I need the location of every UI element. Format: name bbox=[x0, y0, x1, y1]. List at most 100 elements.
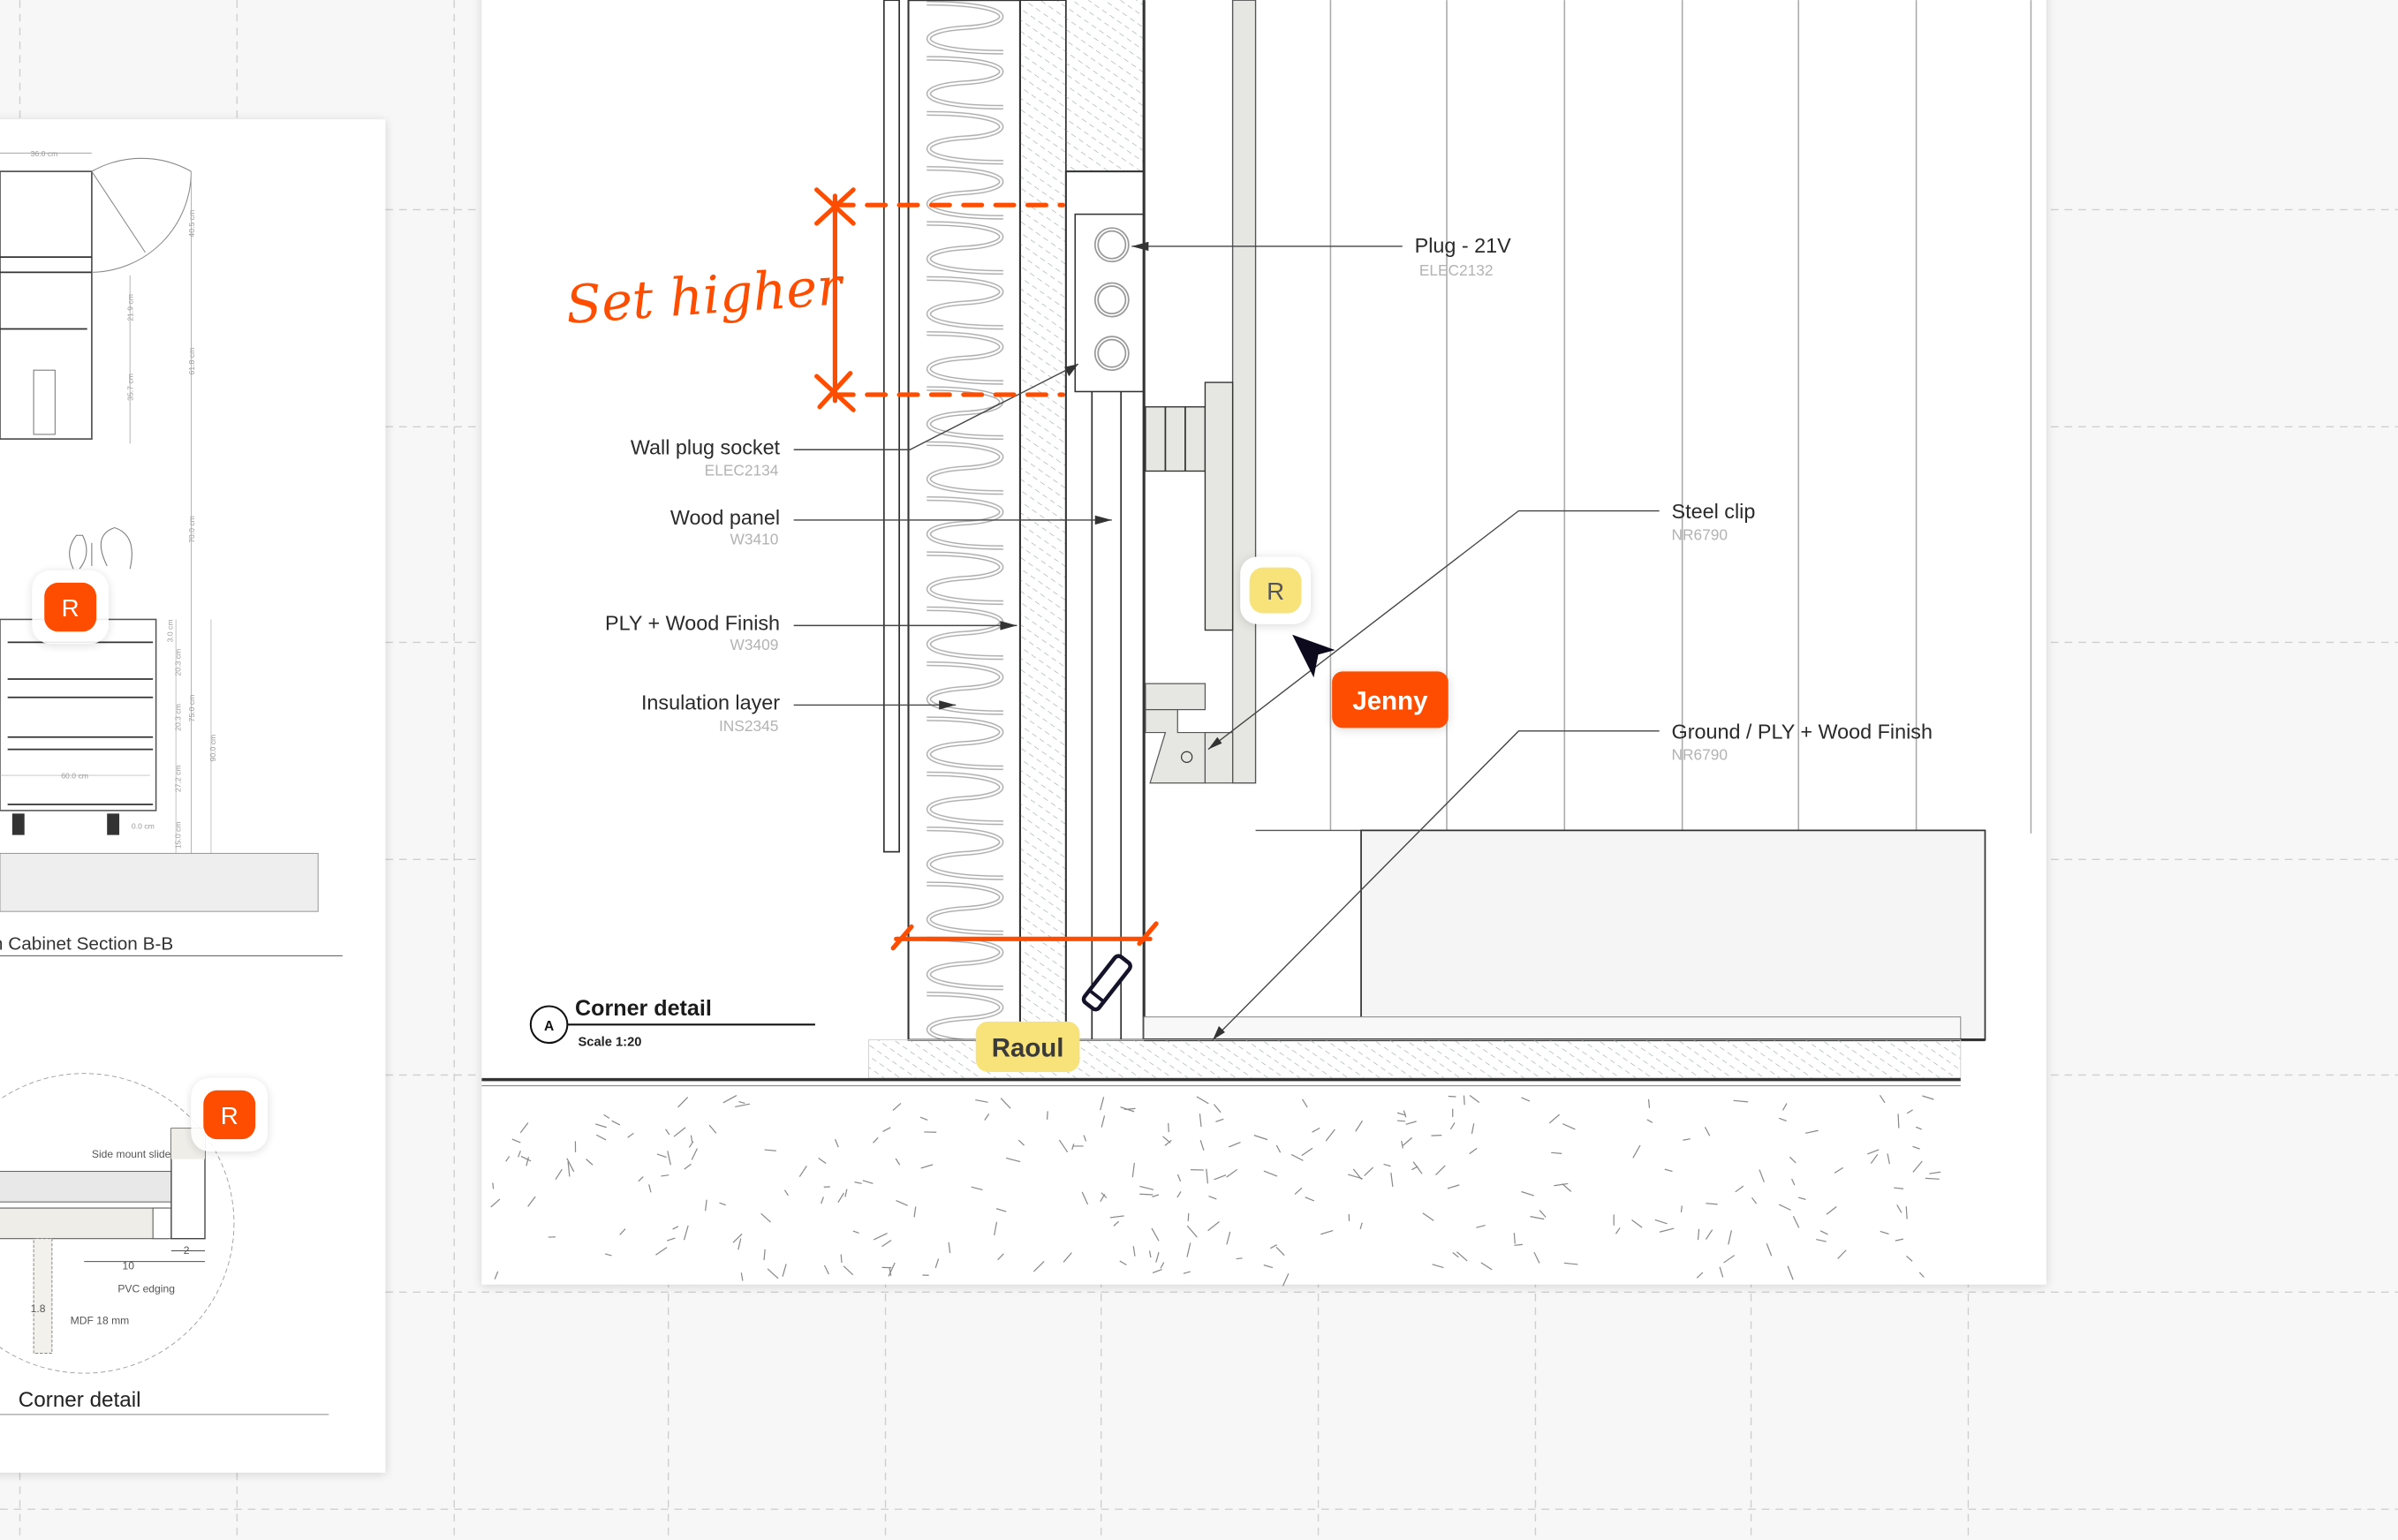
left-sheet[interactable]: 36.0 cm 40.5 cm 21.9 cm 35.7 cm 61.8 cm … bbox=[0, 119, 386, 1473]
gravel-mark bbox=[1781, 1103, 1788, 1111]
svg-text:MDF 18 mm: MDF 18 mm bbox=[71, 1315, 130, 1327]
callout-insulation-layer[interactable]: Insulation layer INS2345 bbox=[641, 691, 780, 735]
gravel-mark bbox=[1563, 1262, 1578, 1265]
gravel-mark bbox=[1533, 1251, 1540, 1264]
collaborator-badge[interactable]: R bbox=[1240, 556, 1311, 624]
svg-text:A: A bbox=[544, 1019, 554, 1034]
markup-annotation[interactable] bbox=[814, 187, 1159, 951]
gravel-mark bbox=[994, 1221, 998, 1235]
gravel-mark bbox=[1228, 1142, 1241, 1148]
gravel-mark bbox=[971, 1186, 983, 1191]
gravel-mark bbox=[1017, 1139, 1025, 1146]
gravel-mark bbox=[1897, 1113, 1900, 1129]
gravel-mark bbox=[691, 1148, 698, 1160]
gravel-mark bbox=[1000, 1098, 1011, 1109]
gravel-mark bbox=[1005, 1157, 1021, 1163]
gravel-mark bbox=[874, 1233, 888, 1241]
callout-steel-clip[interactable]: Steel clip NR6790 bbox=[1672, 500, 1756, 543]
gravel-mark bbox=[1199, 1113, 1202, 1128]
gravel-mark bbox=[1083, 1135, 1087, 1142]
gravel-mark bbox=[1063, 1252, 1072, 1263]
svg-text:R: R bbox=[62, 594, 79, 622]
svg-text:0.0 cm: 0.0 cm bbox=[132, 822, 155, 831]
cabinet-section-drawing: 36.0 cm 40.5 cm 21.9 cm 35.7 cm 61.8 cm … bbox=[0, 149, 319, 912]
gravel-mark bbox=[997, 1253, 1004, 1261]
gravel-mark bbox=[1208, 1195, 1217, 1200]
gravel-mark bbox=[627, 1132, 634, 1138]
main-sheet[interactable]: Wall plug socket ELEC2134 Wood panel W34… bbox=[481, 0, 2046, 1287]
gravel-mark bbox=[611, 1120, 621, 1126]
callout-wall-plug-socket[interactable]: Wall plug socket ELEC2134 bbox=[631, 435, 781, 479]
gravel-mark bbox=[895, 1158, 901, 1166]
gravel-mark bbox=[1646, 1119, 1653, 1123]
gravel-mark bbox=[1302, 1098, 1308, 1108]
svg-text:NR6790: NR6790 bbox=[1672, 525, 1728, 543]
svg-text:61.8 cm: 61.8 cm bbox=[187, 348, 196, 375]
gravel-mark bbox=[1275, 1246, 1285, 1257]
gravel-mark bbox=[1705, 1229, 1713, 1240]
svg-text:Ground / PLY + Wood Finish: Ground / PLY + Wood Finish bbox=[1672, 721, 1933, 744]
section-title: Kitchen Cabinet Section B-B bbox=[0, 933, 173, 954]
gravel-mark bbox=[843, 1265, 854, 1276]
gravel-mark bbox=[595, 1134, 607, 1141]
gravel-mark bbox=[672, 1226, 679, 1230]
gravel-mark bbox=[1396, 1112, 1406, 1116]
gravel-mark bbox=[821, 1197, 824, 1204]
svg-text:3.0 cm: 3.0 cm bbox=[166, 619, 175, 642]
collaborator-badge[interactable]: R bbox=[32, 570, 109, 645]
collaborator-badge[interactable]: R bbox=[191, 1077, 269, 1152]
socket-holes bbox=[1093, 227, 1130, 372]
callout-plug-21v[interactable]: Plug - 21V ELEC2132 bbox=[1415, 234, 1511, 279]
gravel-mark bbox=[892, 1102, 902, 1111]
gravel-mark bbox=[1186, 1242, 1191, 1257]
svg-text:Scale 1:20: Scale 1:20 bbox=[579, 1036, 642, 1050]
gravel-mark bbox=[1905, 1206, 1908, 1219]
gravel-mark bbox=[1435, 1165, 1446, 1175]
gravel-mark bbox=[604, 1253, 612, 1257]
gravel-mark bbox=[888, 1262, 896, 1277]
gravel-mark bbox=[1887, 1153, 1890, 1165]
svg-text:20.3 cm: 20.3 cm bbox=[173, 704, 182, 731]
gravel-mark bbox=[594, 1123, 607, 1129]
gravel-mark bbox=[1448, 1095, 1456, 1098]
gravel-mark bbox=[1226, 1231, 1231, 1245]
gravel-mark bbox=[1562, 1123, 1576, 1130]
gravel-mark bbox=[1109, 1215, 1124, 1219]
gravel-mark bbox=[1100, 1097, 1105, 1111]
gravel-mark bbox=[1290, 1153, 1304, 1161]
gravel-mark bbox=[1183, 1271, 1191, 1274]
gravel-mark bbox=[518, 1151, 521, 1158]
gravel-mark bbox=[673, 1127, 686, 1137]
gravel-mark bbox=[520, 1155, 532, 1162]
gravel-mark bbox=[1867, 1149, 1880, 1155]
svg-text:Side mount slide: Side mount slide bbox=[92, 1148, 171, 1160]
gravel-mark bbox=[1789, 1156, 1797, 1164]
gravel-mark bbox=[1347, 1174, 1363, 1180]
gravel-mark bbox=[1139, 1185, 1154, 1190]
gravel-mark bbox=[1269, 1244, 1277, 1249]
gravel-mark bbox=[1452, 1252, 1459, 1258]
gravel-mark bbox=[889, 1268, 892, 1276]
corner-detail-circle: Side mount slide 10 2 PVC edging 1.8 MDF… bbox=[0, 1073, 235, 1374]
svg-text:20.3 cm: 20.3 cm bbox=[173, 649, 182, 676]
gravel-mark bbox=[1412, 1161, 1423, 1174]
gravel-mark bbox=[1469, 1147, 1478, 1155]
svg-text:Insulation layer: Insulation layer bbox=[641, 691, 780, 714]
gravel-mark bbox=[1199, 1139, 1205, 1151]
callout-wood-panel[interactable]: Wood panel W3410 bbox=[670, 506, 780, 548]
callout-ply-wood-finish[interactable]: PLY + Wood Finish W3409 bbox=[605, 612, 780, 654]
gravel-mark bbox=[1723, 1255, 1736, 1264]
gravel-mark bbox=[603, 1113, 610, 1119]
gravel-mark bbox=[852, 1230, 859, 1234]
gravel-mark bbox=[722, 1095, 738, 1104]
gravel-mark bbox=[823, 1264, 829, 1275]
gravel-mark bbox=[1081, 1191, 1089, 1205]
gravel-mark bbox=[1401, 1140, 1403, 1149]
gravel-mark bbox=[798, 1166, 807, 1177]
callout-ground-ply-wood-finish[interactable]: Ground / PLY + Wood Finish NR6790 bbox=[1672, 721, 1933, 764]
gravel-mark bbox=[913, 1206, 917, 1218]
gravel-mark bbox=[1791, 1178, 1796, 1186]
gravel-mark bbox=[818, 1157, 827, 1164]
cursor-raoul: Raoul bbox=[975, 954, 1132, 1072]
